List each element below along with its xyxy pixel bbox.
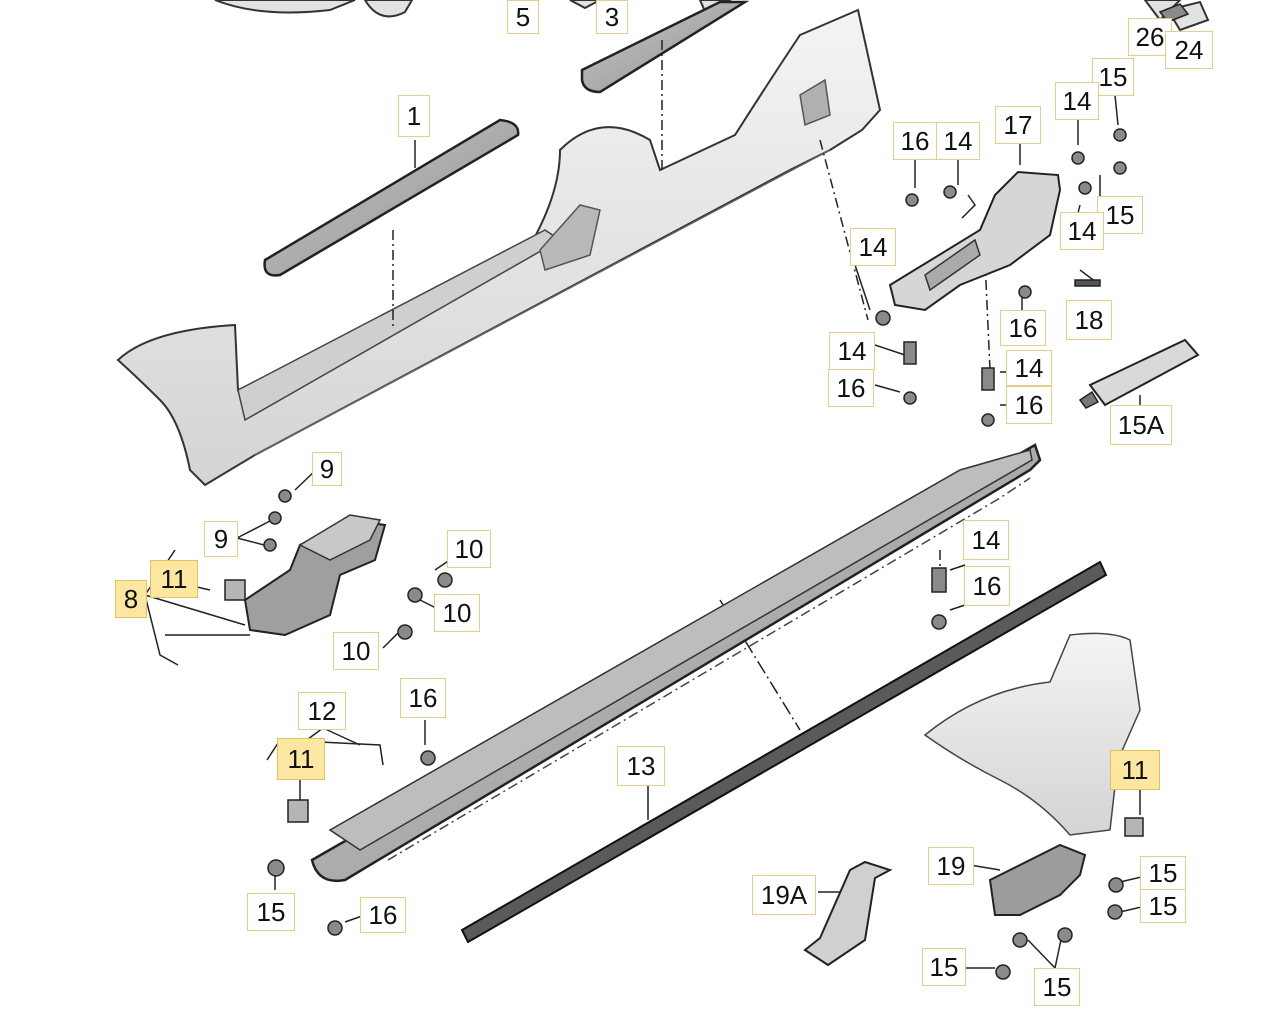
callout-8-highlighted: 8 bbox=[115, 580, 147, 618]
callout-9: 9 bbox=[312, 452, 342, 486]
fasteners bbox=[224, 3, 1190, 980]
callout-19A: 19A bbox=[752, 875, 816, 915]
callout-10: 10 bbox=[447, 530, 491, 568]
callout-1: 1 bbox=[398, 95, 430, 137]
body-side-panel bbox=[116, 8, 882, 487]
callout-15: 15 bbox=[1140, 889, 1186, 923]
callout-26: 26 bbox=[1128, 18, 1172, 56]
callout-14: 14 bbox=[936, 122, 980, 160]
door-sill-trim-3 bbox=[580, 0, 750, 94]
callout-14: 14 bbox=[850, 228, 896, 266]
callout-13: 13 bbox=[617, 746, 665, 786]
callout-10: 10 bbox=[333, 632, 379, 670]
callout-14: 14 bbox=[963, 520, 1009, 560]
callout-15: 15 bbox=[247, 893, 295, 931]
callout-15: 15 bbox=[1097, 196, 1143, 234]
callout-16: 16 bbox=[964, 566, 1010, 606]
callout-15A: 15A bbox=[1110, 405, 1172, 445]
callout-19: 19 bbox=[928, 847, 974, 885]
callout-11-highlighted: 11 bbox=[277, 738, 325, 780]
break-marks bbox=[266, 194, 976, 766]
callout-11-highlighted: 11 bbox=[1110, 750, 1160, 790]
door-sill-trim-1 bbox=[263, 118, 520, 277]
callout-15: 15 bbox=[922, 948, 966, 986]
callout-14: 14 bbox=[1006, 350, 1052, 386]
callout-16: 16 bbox=[1006, 386, 1052, 424]
callout-16: 16 bbox=[828, 369, 874, 407]
callout-15: 15 bbox=[1034, 968, 1080, 1006]
callout-16: 16 bbox=[1000, 310, 1046, 346]
rear-wheel-arch bbox=[923, 632, 1141, 836]
callout-14: 14 bbox=[1055, 82, 1099, 120]
callout-18: 18 bbox=[1066, 300, 1112, 340]
sealant-tube-15A bbox=[1078, 338, 1200, 409]
support-bracket-19A bbox=[803, 860, 893, 967]
rear-bracket-17 bbox=[888, 170, 1062, 312]
callout-16: 16 bbox=[400, 678, 446, 718]
rear-bracket-19 bbox=[988, 843, 1087, 916]
callout-9: 9 bbox=[204, 521, 238, 557]
side-sill-panel bbox=[310, 443, 1042, 883]
callout-14: 14 bbox=[1060, 212, 1104, 250]
sill-strip-13 bbox=[460, 560, 1108, 944]
callout-11-highlighted: 11 bbox=[150, 560, 198, 598]
callout-16: 16 bbox=[893, 122, 937, 160]
callout-14: 14 bbox=[829, 332, 875, 370]
callout-5: 5 bbox=[507, 0, 539, 34]
front-bracket-8 bbox=[243, 514, 387, 637]
callout-15: 15 bbox=[1140, 856, 1186, 890]
callout-17: 17 bbox=[995, 106, 1041, 144]
callout-12: 12 bbox=[298, 692, 346, 730]
callout-16: 16 bbox=[360, 897, 406, 933]
callout-15: 15 bbox=[1092, 58, 1134, 96]
callout-10: 10 bbox=[434, 594, 480, 632]
callout-24: 24 bbox=[1165, 31, 1213, 69]
callout-3: 3 bbox=[596, 0, 628, 34]
